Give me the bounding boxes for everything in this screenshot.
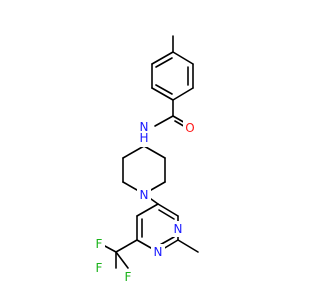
- bond-pyr-cf3: [115, 239, 138, 253]
- bond-pyr-1-inner: [158, 209, 175, 220]
- bond-pyr-6: [136, 203, 159, 217]
- atom-carbonyl-o: O: [185, 121, 194, 135]
- bond-ring-1: [172, 51, 194, 65]
- atom-label-layer: N H O N N N F F F: [93, 119, 197, 285]
- atom-fluorine-top: F: [96, 237, 103, 251]
- bond-pyr-methyl: [177, 239, 199, 253]
- bond-cf3-f-bottom: [115, 251, 129, 269]
- molecule-diagram: N H O N N N F F F: [93, 35, 199, 285]
- bond-pip-1: [143, 145, 166, 159]
- bond-pyr-1: [157, 203, 179, 217]
- bond-ring-4-inner: [155, 84, 173, 95]
- atom-fluorine-left: F: [96, 261, 103, 275]
- atom-pyrimidine-n3: N: [154, 245, 163, 259]
- atom-amide-n: N: [140, 120, 149, 134]
- atom-amide-h: H: [139, 131, 148, 145]
- bond-ring-4: [151, 87, 174, 101]
- bond-ring-6: [151, 51, 174, 65]
- bond-ring-6-inner: [155, 57, 173, 68]
- bond-cf3-f-top: [102, 244, 117, 253]
- bond-pip-6: [122, 145, 145, 159]
- atom-fluorine-bottom: F: [125, 270, 132, 284]
- atom-piperidine-n: N: [140, 188, 149, 202]
- bond-ring-3: [172, 87, 194, 101]
- bond-carbonyl-n: [154, 115, 174, 127]
- structure-svg: N H O N N N F F F: [93, 35, 199, 285]
- atom-pyrimidine-n1: N: [174, 222, 183, 236]
